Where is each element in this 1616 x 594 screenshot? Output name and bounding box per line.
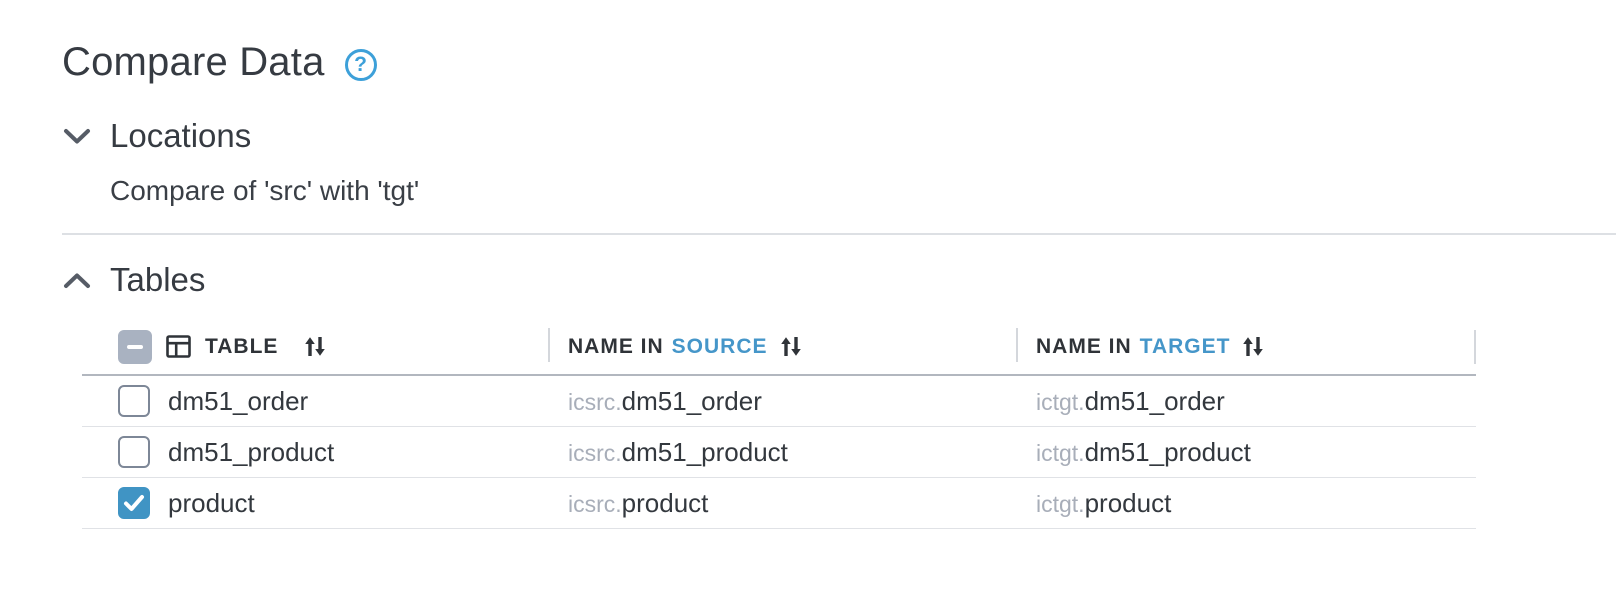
section-divider (62, 233, 1616, 235)
locations-description: Compare of 'src' with 'tgt' (110, 175, 420, 206)
target-name-cell: dm51_product (1084, 436, 1251, 467)
source-schema-prefix: icsrc. (568, 388, 622, 415)
locations-section-label: Locations (110, 117, 252, 154)
target-name-cell: product (1084, 487, 1172, 518)
row-checkbox[interactable] (118, 487, 150, 519)
column-header-target[interactable]: NAME IN TARGET (1016, 328, 1476, 362)
table-name-cell: product (168, 487, 255, 518)
table-grid-icon (166, 335, 191, 358)
column-header-table[interactable]: TABLE (82, 329, 548, 364)
target-schema-prefix: ictgt. (1036, 439, 1085, 466)
tables-section-label: Tables (110, 261, 206, 298)
row-checkbox[interactable] (118, 436, 150, 468)
tables-section-header[interactable]: Tables (62, 261, 1616, 299)
chevron-down-icon (62, 128, 92, 145)
select-all-checkbox[interactable] (118, 329, 152, 364)
column-label-source: SOURCE (671, 334, 768, 358)
source-schema-prefix: icsrc. (568, 439, 622, 466)
column-header-source[interactable]: NAME IN SOURCE (548, 328, 1016, 362)
table-row: product icsrc. product ictgt. product (82, 478, 1476, 529)
sort-icon (1240, 334, 1266, 359)
tables-table: TABLE NAME IN SOURCE NAME IN TARGET (82, 319, 1476, 529)
column-label-name-in: NAME IN (568, 334, 664, 358)
help-icon[interactable]: ? (344, 48, 377, 81)
source-name-cell: product (621, 487, 709, 518)
column-label-target: TARGET (1139, 334, 1231, 358)
page-title: Compare Data (62, 40, 325, 84)
indeterminate-dash (127, 344, 143, 349)
source-schema-prefix: icsrc. (568, 490, 622, 517)
source-name-cell: dm51_product (621, 436, 788, 467)
target-schema-prefix: ictgt. (1036, 388, 1085, 415)
chevron-up-icon (62, 272, 92, 289)
source-name-cell: dm51_order (621, 385, 762, 416)
locations-section-header[interactable]: Locations (62, 117, 1616, 155)
sort-icon (778, 334, 804, 359)
target-name-cell: dm51_order (1084, 385, 1225, 416)
table-row: dm51_product icsrc. dm51_product ictgt. … (82, 427, 1476, 478)
table-row: dm51_order icsrc. dm51_order ictgt. dm51… (82, 376, 1476, 427)
column-label-name-in: NAME IN (1036, 334, 1132, 358)
table-name-cell: dm51_order (168, 385, 309, 416)
page-header: Compare Data ? (0, 0, 1616, 85)
table-name-cell: dm51_product (168, 436, 335, 467)
row-checkbox[interactable] (118, 385, 150, 417)
table-header-row: TABLE NAME IN SOURCE NAME IN TARGET (82, 319, 1476, 376)
sort-icon (302, 334, 328, 359)
target-schema-prefix: ictgt. (1036, 490, 1085, 517)
column-label-table: TABLE (205, 334, 279, 358)
